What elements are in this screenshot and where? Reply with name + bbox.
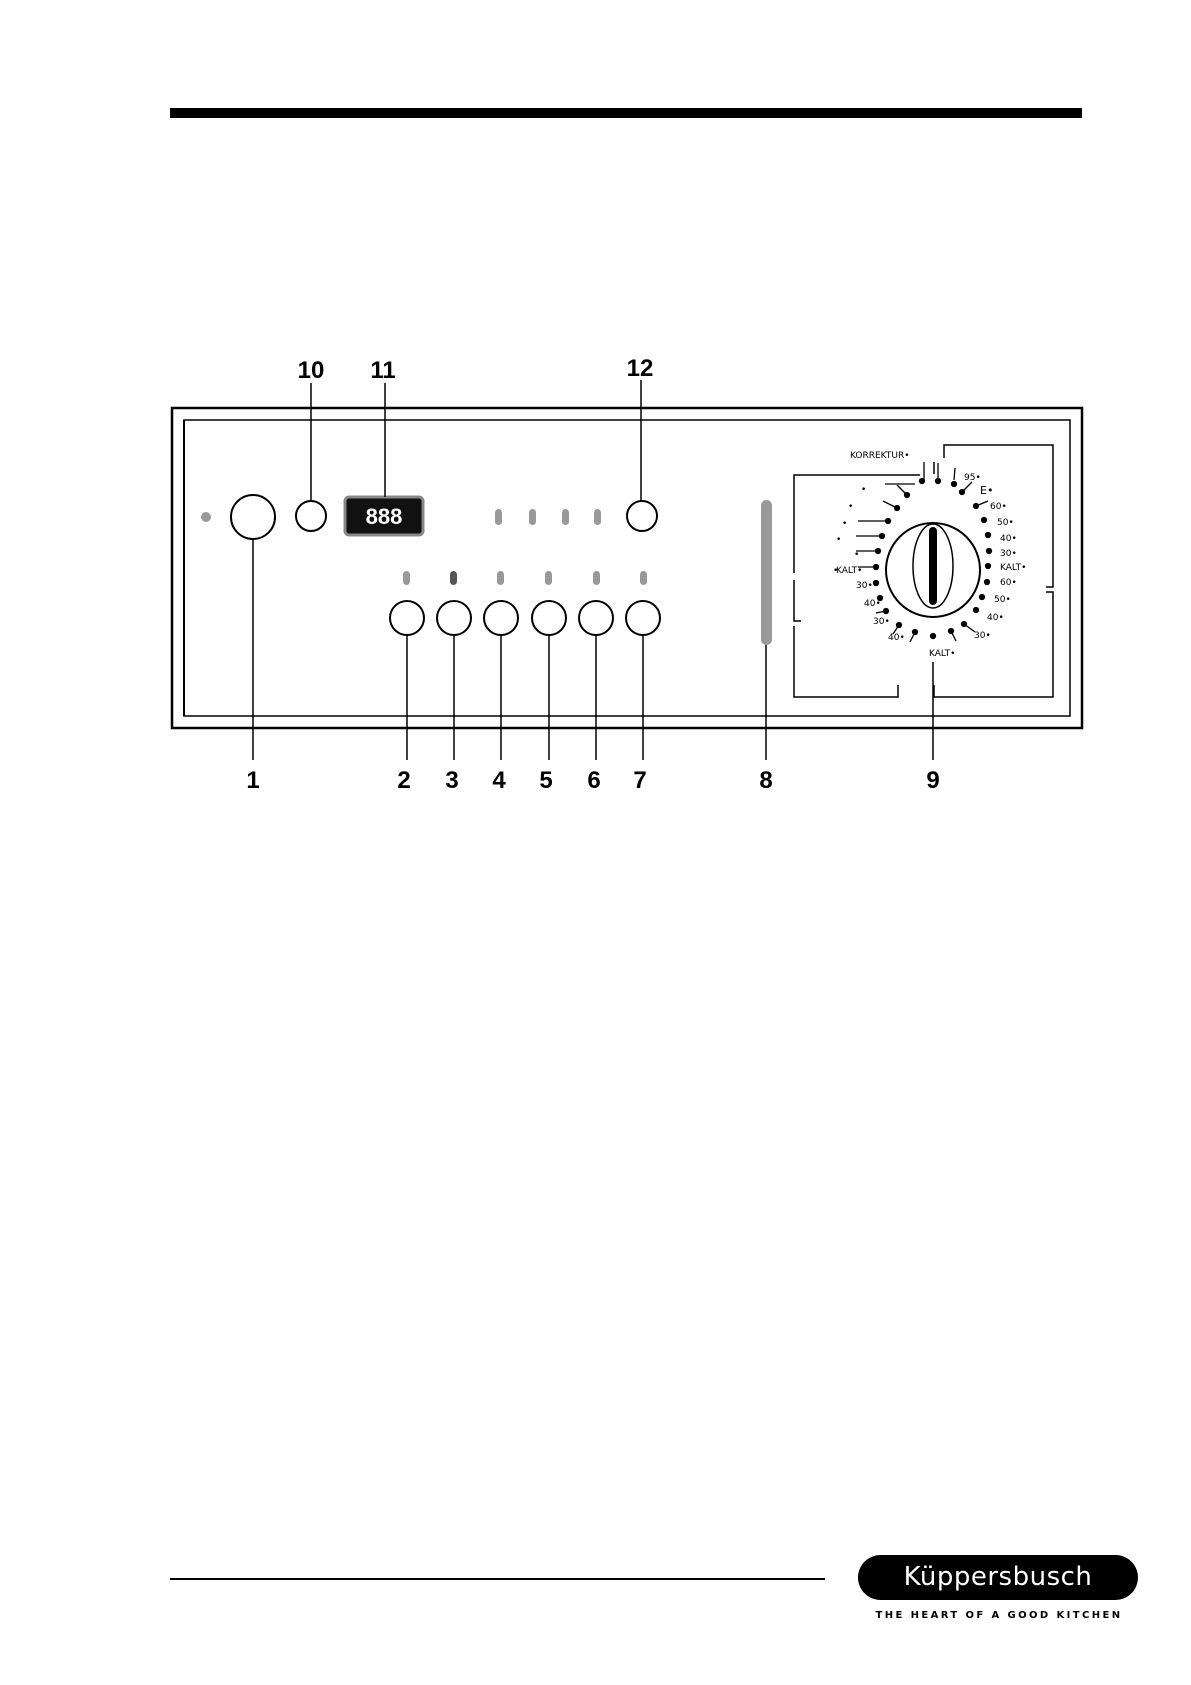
program-selector-dial[interactable]: [886, 523, 980, 617]
dial-label: 30•: [856, 581, 873, 591]
callout-4: 4: [492, 767, 506, 794]
dial-label-korrektur: KORREKTUR•: [850, 451, 910, 461]
dial-label: KALT•: [929, 649, 955, 659]
dial-label: 30•: [974, 631, 991, 641]
indicator-lamp: [545, 571, 552, 585]
callout-8: 8: [759, 767, 772, 794]
dial-label: 40•: [864, 599, 881, 609]
bottom-rule: [170, 1578, 825, 1580]
brand-logo: Küppersbusch: [858, 1555, 1138, 1600]
dial-label: KALT•: [1000, 563, 1026, 573]
dial-label: 95•: [964, 473, 981, 483]
dial-label: E•: [980, 484, 993, 497]
dial-label: 40•: [888, 633, 905, 643]
indicator-lamp: [403, 571, 410, 585]
top-indicator-lamps: [495, 509, 601, 525]
callout-9: 9: [926, 767, 939, 794]
dial-label: •: [854, 550, 859, 560]
dial-label: •: [833, 566, 838, 576]
dial-label: KALT•: [836, 566, 862, 576]
indicator-lamp: [562, 509, 569, 525]
indicator-lamp: [495, 509, 502, 525]
callout-5: 5: [539, 767, 552, 794]
callout-10: 10: [298, 357, 325, 384]
dial-label: 40•: [1000, 534, 1017, 544]
dial-label: •: [848, 502, 853, 512]
dial-label: •: [842, 519, 847, 529]
bottom-indicator-lamps: [403, 571, 647, 585]
indicator-lamp: [640, 571, 647, 585]
button-10[interactable]: [296, 501, 326, 531]
callout-1: 1: [246, 767, 259, 794]
button-3[interactable]: [437, 601, 471, 635]
button-6[interactable]: [579, 601, 613, 635]
button-12[interactable]: [627, 501, 657, 531]
drawer-handle[interactable]: [761, 500, 772, 645]
callout-7: 7: [633, 767, 646, 794]
dial-label: 60•: [1000, 578, 1017, 588]
callout-2: 2: [397, 767, 410, 794]
dial-label: 30•: [1000, 549, 1017, 559]
callout-12: 12: [627, 355, 654, 382]
dial-label: 30•: [873, 617, 890, 627]
dial-label: 50•: [997, 518, 1014, 528]
button-7[interactable]: [626, 601, 660, 635]
button-4[interactable]: [484, 601, 518, 635]
brand-tagline: THE HEART OF A GOOD KITCHEN: [860, 1610, 1138, 1621]
dial-label: •: [836, 535, 841, 545]
dial-label: 50•: [994, 595, 1011, 605]
callout-6: 6: [587, 767, 600, 794]
dial-pointer: [929, 527, 937, 605]
callout-leader-lines: [253, 380, 933, 760]
dial-label: 60•: [990, 502, 1007, 512]
display-digits: 888: [366, 504, 403, 529]
power-indicator-lamp: [201, 512, 211, 522]
indicator-lamp: [529, 509, 536, 525]
callout-3: 3: [445, 767, 458, 794]
indicator-lamp: [497, 571, 504, 585]
button-2[interactable]: [390, 601, 424, 635]
button-5[interactable]: [532, 601, 566, 635]
callout-11: 11: [370, 357, 395, 384]
indicator-lamp: [593, 571, 600, 585]
dial-label: •: [861, 485, 866, 495]
power-button[interactable]: [231, 495, 275, 539]
indicator-lamp: [450, 571, 457, 585]
indicator-lamp: [594, 509, 601, 525]
dial-label: 40•: [987, 613, 1004, 623]
